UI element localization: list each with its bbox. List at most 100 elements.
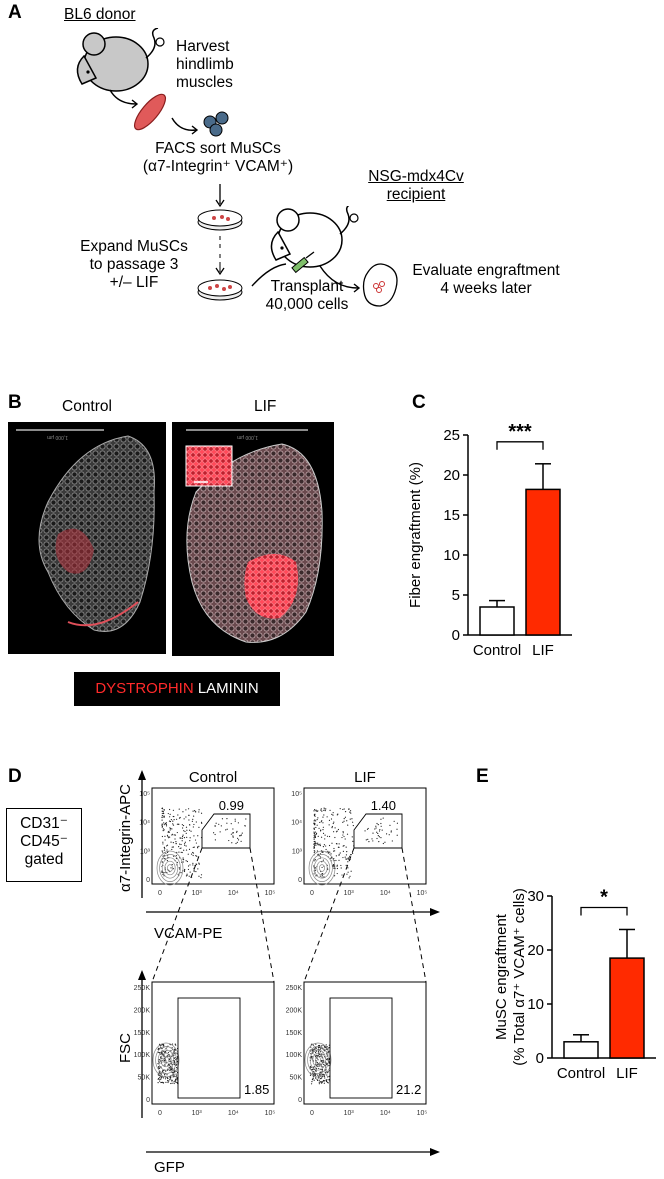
flow-event: [171, 1043, 174, 1045]
flow-event: [326, 1064, 328, 1066]
flow-event: [190, 853, 193, 855]
flow-event: [325, 845, 327, 847]
flow-event: [318, 1050, 320, 1052]
flow-event: [188, 829, 191, 831]
flow-event: [182, 811, 184, 813]
flow-event: [318, 1065, 320, 1067]
flow-event: [193, 835, 195, 837]
flow-event: [163, 824, 165, 826]
x-log-tick-label: 10³: [192, 1110, 203, 1117]
flow-event: [396, 822, 398, 824]
flow-event: [344, 838, 346, 840]
flow-event: [326, 1049, 328, 1051]
flow-event: [180, 851, 182, 853]
flow-event: [169, 1078, 171, 1080]
flow-event: [320, 1063, 322, 1065]
flow-event: [333, 857, 335, 860]
flow-event: [168, 820, 171, 822]
flow-event: [340, 864, 342, 867]
flow-event: [171, 1082, 173, 1084]
flow-event: [162, 841, 164, 843]
harvest-text: Harvest hindlimb muscles: [176, 38, 234, 91]
flow-event: [177, 873, 179, 875]
flow-event: [174, 1049, 176, 1051]
flow-event: [161, 850, 163, 852]
stain-legend: DYSTROPHIN LAMININ: [74, 672, 280, 706]
flow-event: [313, 814, 316, 816]
flow-event: [312, 1068, 314, 1070]
y-tick-label: 0: [452, 627, 460, 644]
flow-event: [326, 1058, 328, 1061]
flow-event: [348, 877, 350, 879]
flow-event: [240, 840, 242, 842]
flow-event: [319, 1071, 322, 1073]
flow-event: [321, 866, 323, 869]
flow-event: [330, 857, 333, 859]
flow-event: [169, 813, 171, 815]
flow-event: [219, 831, 221, 833]
flow-column-title: Control: [189, 769, 237, 786]
flow-event: [161, 825, 163, 827]
flow-event: [166, 844, 169, 846]
significance-bracket: [496, 441, 544, 450]
flow-event: [321, 1059, 323, 1062]
flow-event: [376, 831, 378, 833]
flow-event: [195, 855, 197, 857]
flow-event: [315, 826, 317, 829]
flow-event: [182, 858, 184, 860]
flow-event: [380, 825, 382, 827]
flow-contour: [167, 864, 173, 872]
flow-event: [178, 868, 181, 870]
flow-event: [377, 832, 379, 835]
flow-event: [164, 848, 166, 850]
flow-gate: [353, 813, 403, 849]
flow-event: [184, 830, 186, 833]
flow-event: [378, 841, 380, 843]
flow-event: [173, 1062, 176, 1064]
flow-event: [165, 1060, 167, 1062]
y-tick-label: 10⁴: [291, 820, 302, 827]
x-log-tick-label: 10³: [344, 1110, 355, 1117]
flow-event: [189, 871, 191, 873]
gate-box: CD31⁻ CD45⁻ gated: [6, 808, 82, 882]
flow-event: [382, 842, 384, 845]
flow-event: [159, 1072, 161, 1074]
flow-event: [198, 863, 200, 865]
flow-event: [162, 1043, 165, 1046]
flow-event: [333, 847, 335, 850]
flow-event: [323, 807, 325, 809]
flow-event: [314, 1063, 317, 1065]
flow-event: [384, 841, 386, 843]
flow-event: [352, 824, 354, 827]
flow-event: [169, 1069, 171, 1072]
flow-event: [325, 1044, 327, 1046]
flow-contour: [156, 850, 184, 886]
flow-contour: [319, 864, 325, 872]
flow-event: [169, 827, 171, 829]
flow-event: [160, 1072, 162, 1074]
flow-event: [314, 809, 316, 811]
flow-event: [314, 842, 316, 844]
flow-event: [218, 823, 220, 825]
flow-event: [312, 1077, 314, 1080]
flow-event: [379, 828, 381, 831]
y-axis-label-fsc: FSC: [117, 1033, 134, 1063]
flow-event: [168, 1055, 170, 1058]
x-log-tick-label: 10⁵: [417, 890, 428, 897]
flow-event: [186, 873, 188, 875]
flow-event: [178, 846, 180, 848]
flow-event: [158, 1067, 160, 1069]
flow-event: [174, 1057, 176, 1059]
flow-event: [330, 853, 332, 855]
flow-event: [179, 816, 181, 819]
evaluate-arrow-graphic: [319, 263, 398, 307]
flow-event: [321, 810, 323, 812]
flow-event: [313, 831, 315, 833]
flow-event: [318, 844, 320, 846]
flow-event: [325, 1079, 327, 1081]
flow-event: [165, 1070, 167, 1072]
flow-event: [186, 829, 188, 831]
flow-event: [316, 1079, 319, 1082]
flow-event: [179, 847, 181, 850]
flow-column-title: LIF: [354, 769, 376, 786]
